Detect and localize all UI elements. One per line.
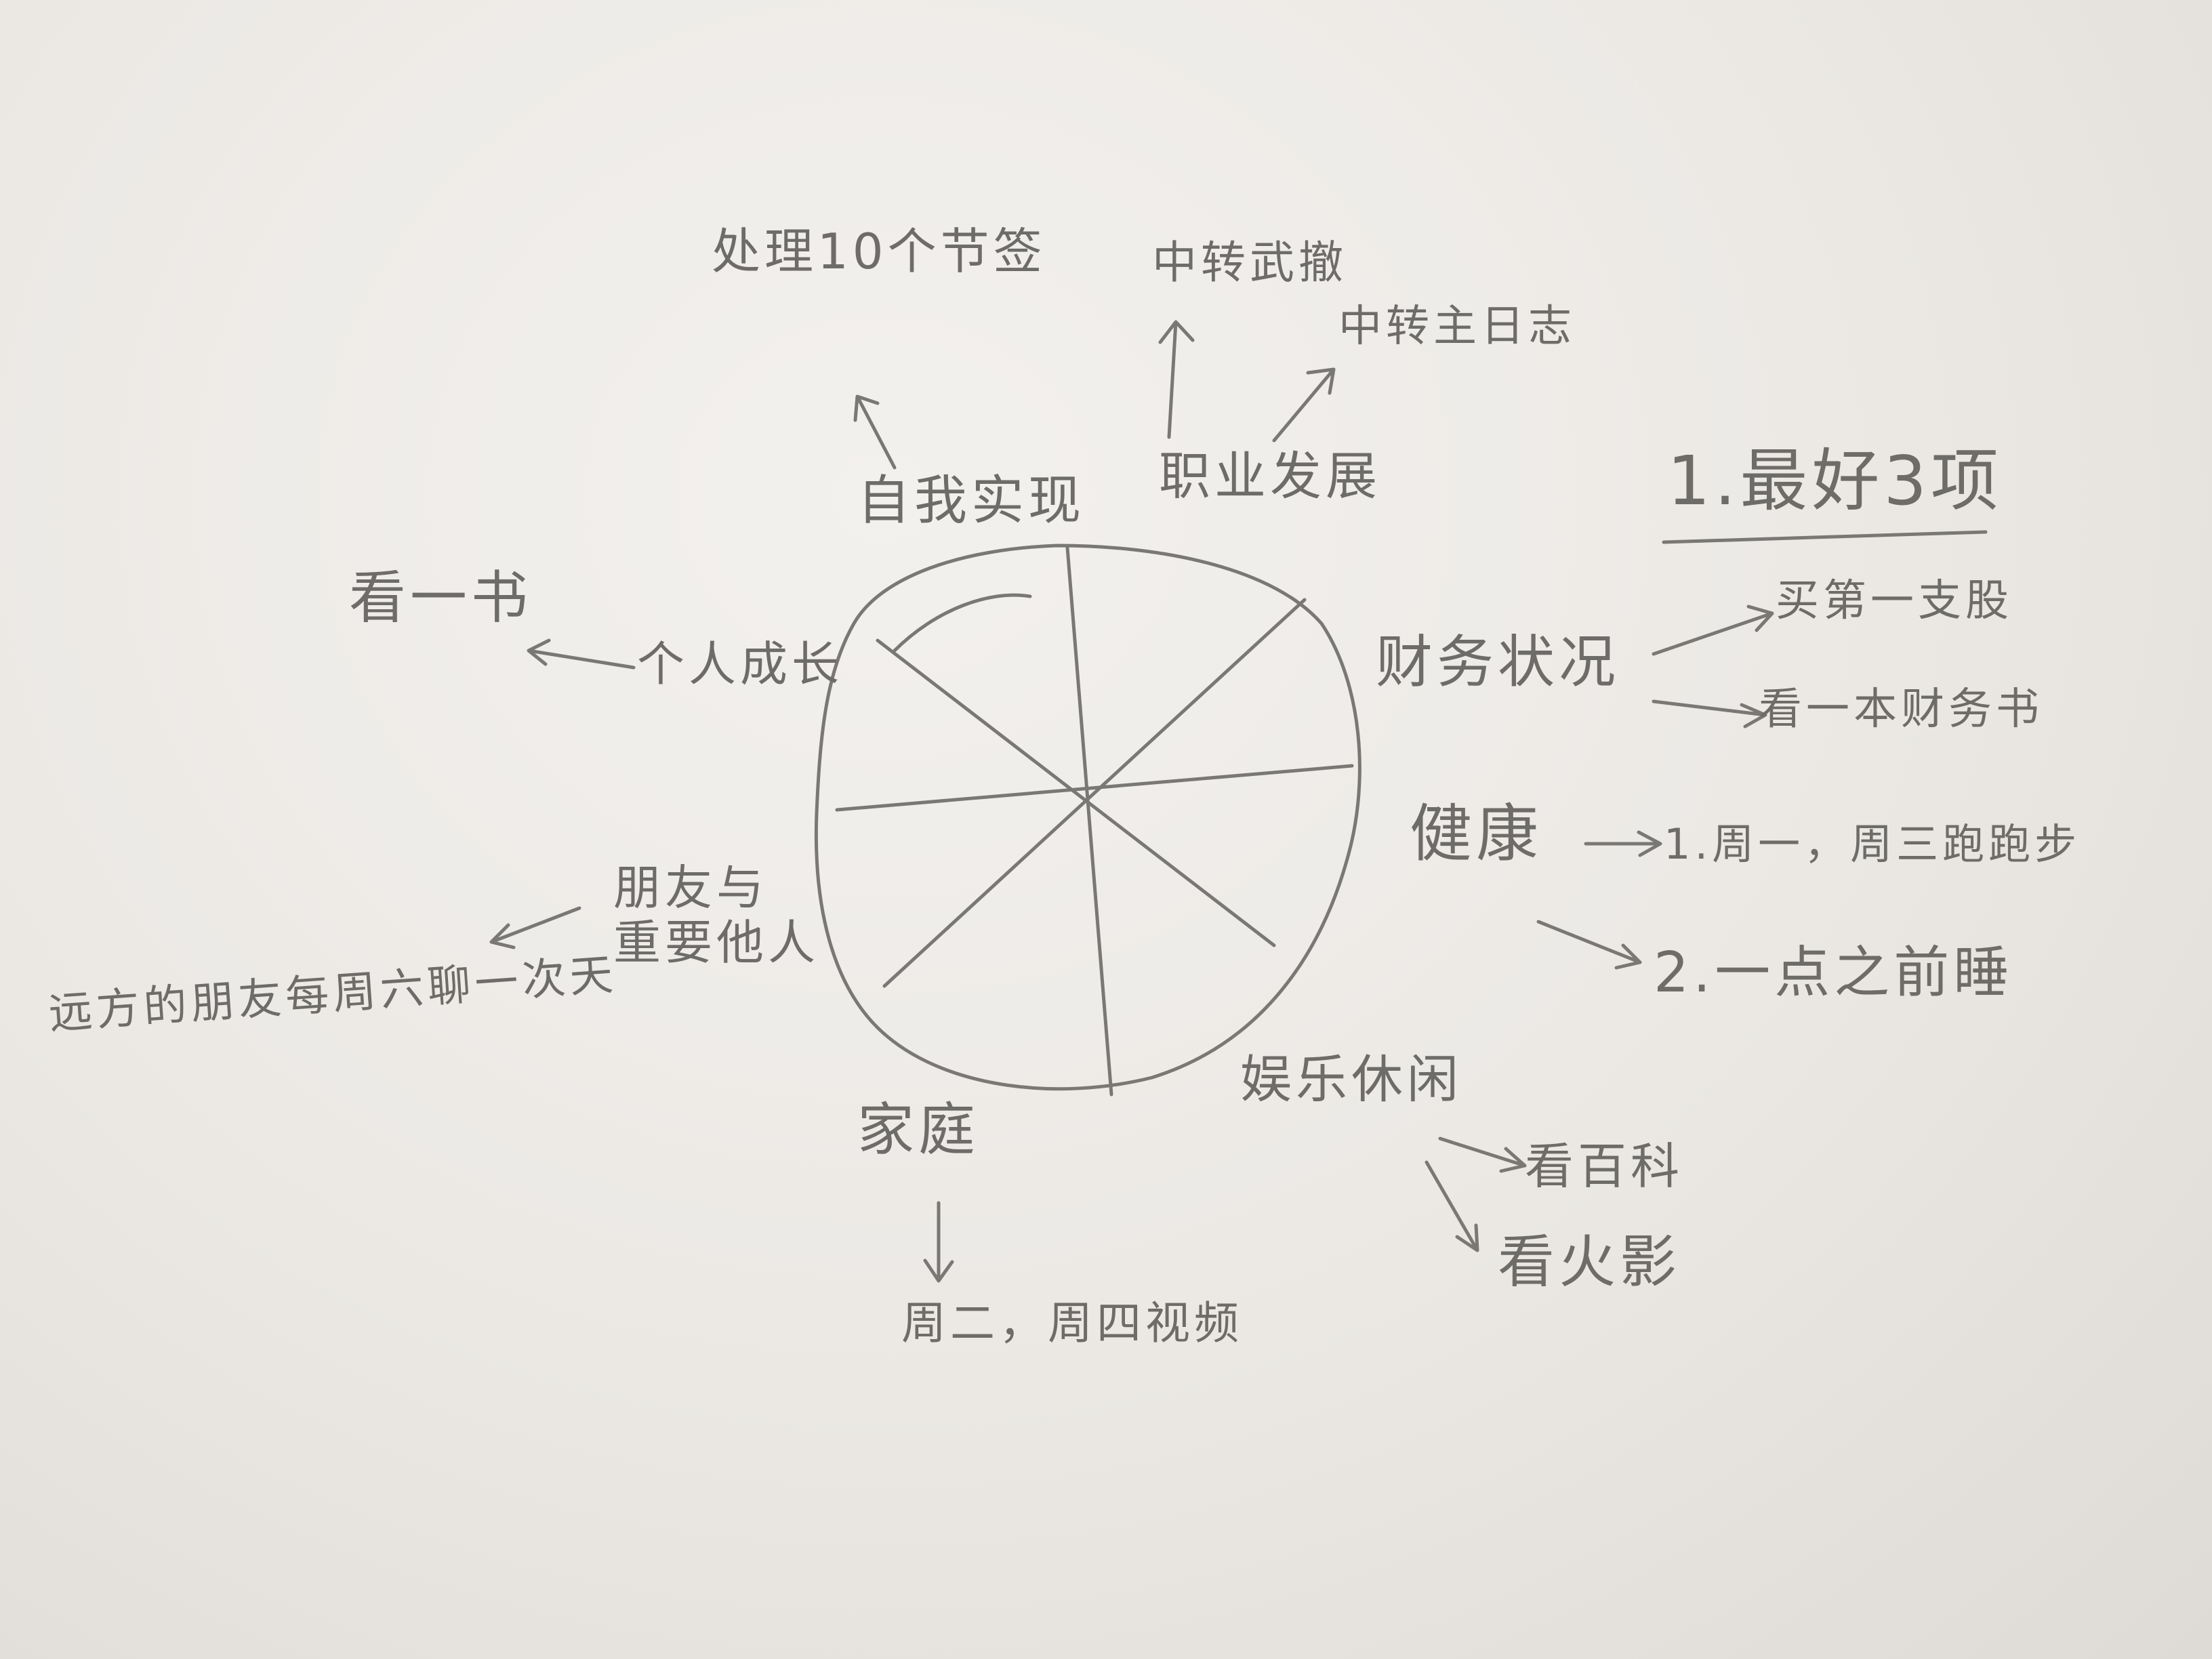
- label-health: 健康: [1410, 798, 1543, 870]
- task-career-2: 中转主日志: [1338, 302, 1576, 352]
- task-leisure-1: 看百科: [1525, 1138, 1684, 1195]
- task-leisure-2: 看火影: [1498, 1229, 1681, 1295]
- task-career-1: 中转武撤: [1152, 237, 1347, 289]
- task-finance-1: 买第一支股: [1776, 576, 2013, 626]
- label-career: 职业发展: [1159, 446, 1381, 506]
- arrow-self-realization: [853, 394, 897, 470]
- arrow-finance-2: [1652, 699, 1767, 729]
- arrow-health-2: [1536, 920, 1642, 970]
- task-health-1: 1.周一，周三跑跑步: [1664, 819, 2081, 869]
- arrow-finance-1: [1652, 605, 1774, 656]
- inner-arc: [893, 593, 1032, 653]
- note-title: 1.最好3项: [1667, 441, 2003, 520]
- label-family: 家庭: [857, 1097, 980, 1163]
- note-underline: [1662, 530, 1988, 544]
- wheel-circle: [814, 544, 1361, 1091]
- label-self-realization: 自我实现: [857, 470, 1086, 531]
- arrow-career-2: [1272, 367, 1336, 443]
- arrow-friends: [489, 906, 581, 949]
- arrow-health-1: [1584, 830, 1662, 857]
- task-growth: 看一书: [349, 565, 533, 631]
- label-friends: 朋友与 重要他人: [613, 860, 819, 970]
- wheel-spoke-diagonal-a: [876, 638, 1276, 947]
- wheel-spoke-diagonal-b: [882, 598, 1307, 988]
- task-health-2: 2.一点之前睡: [1654, 941, 2013, 1005]
- arrow-growth: [527, 638, 636, 670]
- task-family: 周二，周四视频: [901, 1297, 1243, 1349]
- label-leisure: 娱乐休闲: [1240, 1049, 1462, 1109]
- label-growth: 个人成长: [637, 636, 843, 692]
- arrow-leisure-2: [1425, 1160, 1479, 1252]
- arrow-family: [923, 1201, 954, 1283]
- label-finance: 财务状况: [1376, 629, 1620, 695]
- arrow-career-1: [1158, 320, 1195, 439]
- wheel-spoke-vertical: [1065, 546, 1113, 1097]
- arrow-leisure-1: [1438, 1136, 1527, 1173]
- wheel-spoke-horizontal: [835, 764, 1354, 812]
- task-finance-2: 看一本财务书: [1759, 684, 2043, 735]
- task-self-realization: 处理10个节签: [712, 223, 1046, 280]
